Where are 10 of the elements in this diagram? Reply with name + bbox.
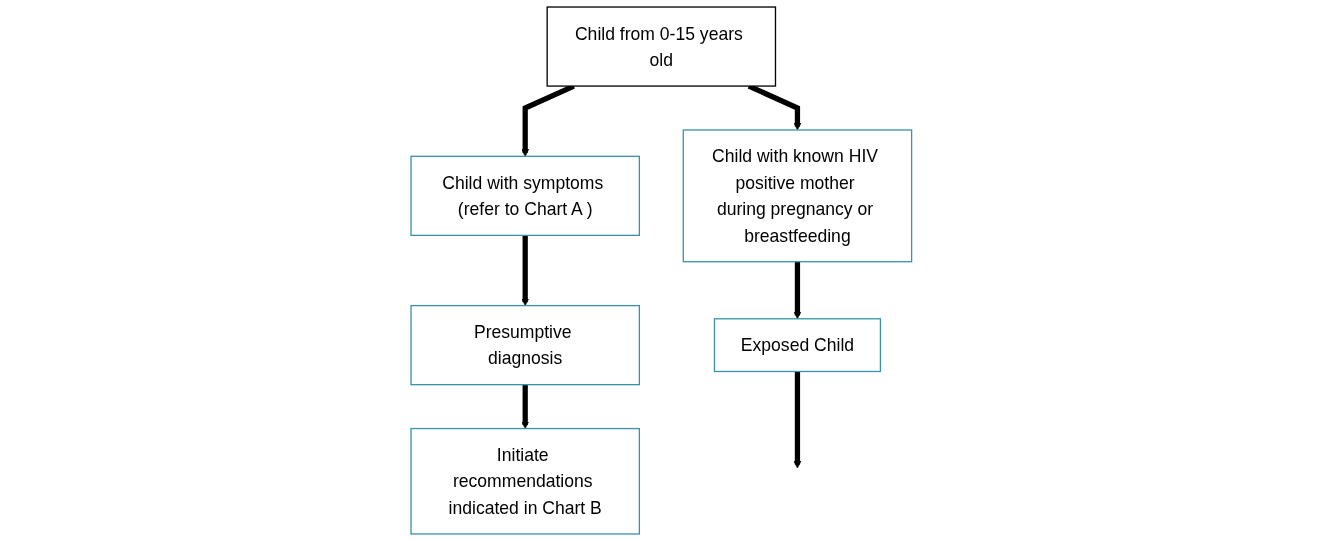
arrow bbox=[793, 371, 801, 469]
node-box: Child with known HIV positive mother during pregnancy or breastfeeding bbox=[682, 129, 912, 263]
arrow bbox=[793, 261, 801, 320]
node-box: Presumptive diagnosis bbox=[410, 304, 640, 386]
arrow bbox=[521, 384, 529, 429]
arrow bbox=[521, 235, 529, 306]
node-box: Exposed Child bbox=[713, 318, 881, 373]
node-box: Child from 0-15 years old bbox=[546, 6, 776, 87]
node-box: Initiate recommendations indicated in Chart B bbox=[410, 427, 640, 535]
node-box: Child with symptoms (refer to Chart A ) bbox=[410, 155, 640, 236]
